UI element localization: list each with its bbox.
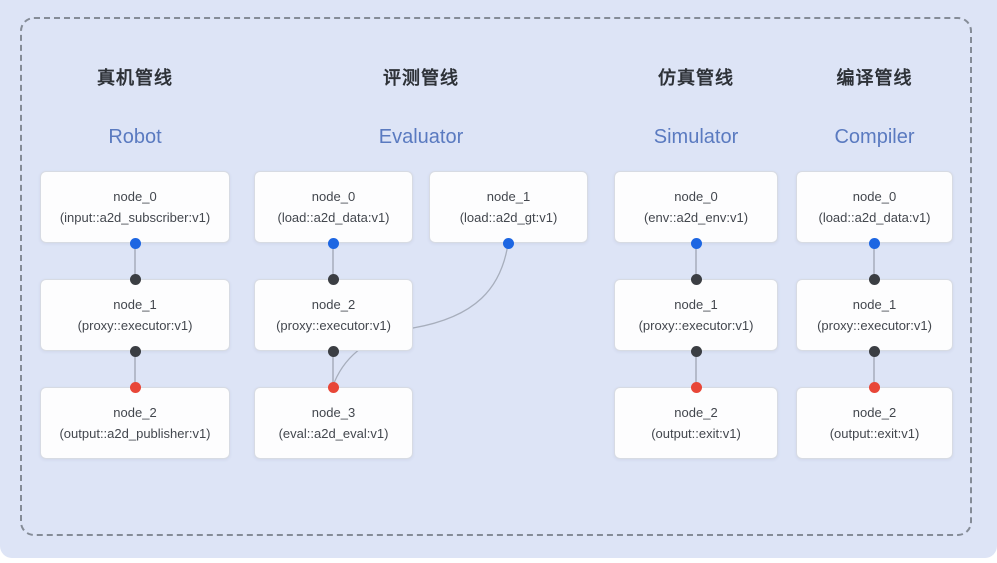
node-name: node_2 <box>113 404 157 420</box>
node-name: node_0 <box>852 188 897 204</box>
final-input-port-dot <box>129 381 141 393</box>
node-box-simulator-1: node_1 (proxy::executor:v1) <box>614 279 778 351</box>
node-name: node_1 <box>486 188 531 204</box>
pipeline-title-zh-simulator: 仿真管线 <box>658 68 734 88</box>
node-box-simulator-2: node_2 (output::exit:v1) <box>614 387 778 459</box>
final-input-port-dot <box>868 381 880 393</box>
input-port-dot <box>327 273 339 285</box>
input-port-dot <box>690 273 702 285</box>
output-port-dot-dark <box>690 345 702 357</box>
node-type: (load::a2d_data:v1) <box>277 209 390 225</box>
pipeline-title-en-robot: Robot <box>108 126 162 148</box>
pipeline-title-zh-compiler: 编译管线 <box>836 68 913 88</box>
node-box-evaluator-3: node_3 (eval::a2d_eval:v1) <box>254 387 413 459</box>
output-port-dot <box>129 237 141 249</box>
pipeline-title-en-simulator: Simulator <box>653 126 739 148</box>
node-name: node_2 <box>852 404 897 420</box>
output-port-dot-dark <box>868 345 880 357</box>
output-port-dot <box>868 237 880 249</box>
node-type: (output::exit:v1) <box>829 425 920 441</box>
cross-pipeline-curve <box>333 243 509 384</box>
node-name: node_0 <box>311 188 356 204</box>
input-port-dot <box>129 273 141 285</box>
pipeline-title-en-evaluator: Evaluator <box>378 126 464 148</box>
node-name: node_3 <box>311 404 356 420</box>
node-type: (proxy::executor:v1) <box>276 317 391 333</box>
node-box-evaluator-1: node_1 (load::a2d_gt:v1) <box>429 171 588 243</box>
node-type: (load::a2d_data:v1) <box>818 209 931 225</box>
node-name: node_1 <box>113 296 157 312</box>
output-port-dot <box>327 237 339 249</box>
output-port-dot <box>690 237 702 249</box>
node-box-robot-0: node_0 (input::a2d_subscriber:v1) <box>40 171 230 243</box>
pipeline-title-zh-evaluator: 评测管线 <box>383 68 459 88</box>
node-type: (proxy::executor:v1) <box>817 317 932 333</box>
node-box-evaluator-0: node_0 (load::a2d_data:v1) <box>254 171 413 243</box>
node-type: (output::a2d_publisher:v1) <box>59 425 211 441</box>
node-box-compiler-0: node_0 (load::a2d_data:v1) <box>796 171 953 243</box>
node-type: (proxy::executor:v1) <box>77 317 193 333</box>
node-box-compiler-2: node_2 (output::exit:v1) <box>796 387 953 459</box>
final-input-port-dot <box>690 381 702 393</box>
node-name: node_2 <box>311 296 356 312</box>
output-port-dot <box>502 237 514 249</box>
node-name: node_0 <box>674 188 718 204</box>
node-type: (input::a2d_subscriber:v1) <box>59 209 211 225</box>
node-box-compiler-1: node_1 (proxy::executor:v1) <box>796 279 953 351</box>
final-input-port-dot <box>327 381 339 393</box>
pipeline-title-zh-robot: 真机管线 <box>97 68 173 88</box>
node-type: (env::a2d_env:v1) <box>643 209 749 225</box>
node-box-robot-2: node_2 (output::a2d_publisher:v1) <box>40 387 230 459</box>
node-type: (load::a2d_gt:v1) <box>459 209 558 225</box>
output-port-dot-dark <box>327 345 339 357</box>
output-port-dot-dark <box>129 345 141 357</box>
node-name: node_2 <box>674 404 718 420</box>
node-type: (proxy::executor:v1) <box>638 317 754 333</box>
node-type: (output::exit:v1) <box>651 425 741 441</box>
pipeline-title-en-compiler: Compiler <box>834 126 915 148</box>
node-name: node_1 <box>852 296 897 312</box>
node-box-evaluator-2: node_2 (proxy::executor:v1) <box>254 279 413 351</box>
dashed-frame <box>20 17 972 536</box>
input-port-dot <box>868 273 880 285</box>
node-name: node_1 <box>674 296 718 312</box>
node-type: (eval::a2d_eval:v1) <box>278 425 389 441</box>
node-box-robot-1: node_1 (proxy::executor:v1) <box>40 279 230 351</box>
node-box-simulator-0: node_0 (env::a2d_env:v1) <box>614 171 778 243</box>
node-name: node_0 <box>113 188 157 204</box>
